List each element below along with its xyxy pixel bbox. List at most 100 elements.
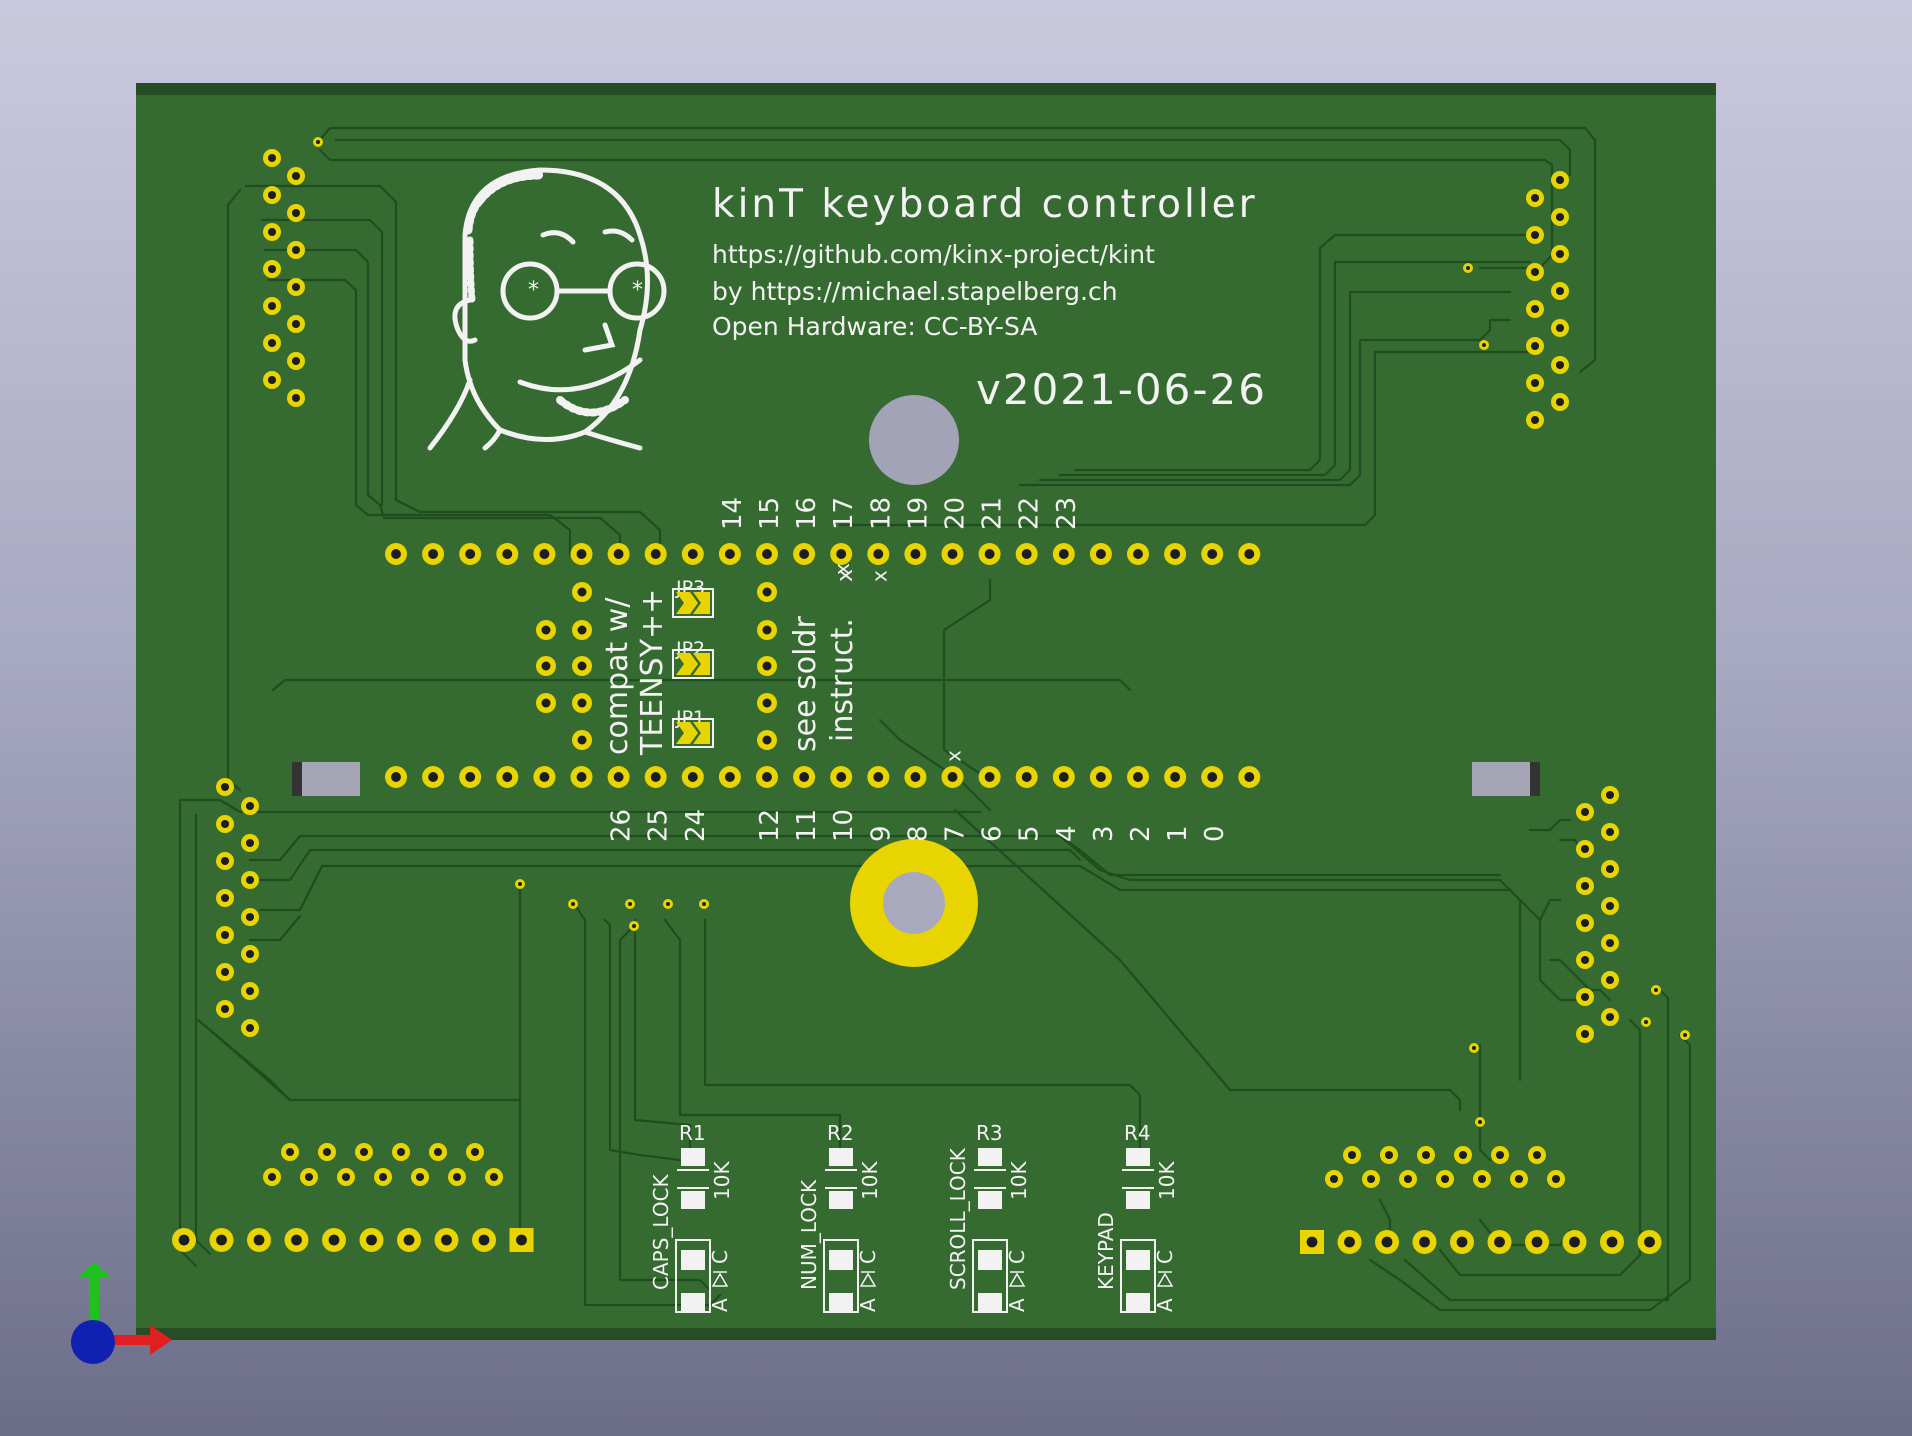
resistor-pad xyxy=(1126,1191,1150,1209)
led-pad xyxy=(681,1250,705,1270)
pin-label-bottom: 9 xyxy=(866,825,896,842)
pin-label-top: 17 xyxy=(829,497,859,530)
pad-drill xyxy=(291,171,301,181)
pad-drill xyxy=(322,1147,332,1157)
pad-drill xyxy=(1456,1236,1468,1248)
pad-drill xyxy=(1458,1150,1468,1160)
pad-drill xyxy=(470,1147,480,1157)
led-pad xyxy=(978,1250,1002,1270)
compat-text-line2: TEENSY++ xyxy=(635,589,670,756)
x-axis-icon xyxy=(96,1335,154,1345)
resistor-value: 10K xyxy=(858,1161,882,1200)
jumper-pad-b xyxy=(693,722,710,744)
pad-drill xyxy=(428,549,439,559)
portrait-eye-right-star: * xyxy=(632,278,643,303)
pin-label-top: 23 xyxy=(1052,497,1082,530)
jumper-outline xyxy=(672,649,714,679)
resistor-ref: R2 xyxy=(827,1121,854,1145)
pad-drill xyxy=(541,661,551,671)
pad-drill xyxy=(267,264,277,274)
through-hole-pads xyxy=(172,137,1690,1254)
pin-label-bottom: 10 xyxy=(829,809,859,842)
pad-drill xyxy=(216,1234,227,1246)
pad-drill xyxy=(291,356,301,366)
pcb-board xyxy=(136,83,1716,1340)
pad-drill xyxy=(245,875,255,885)
jumper-pad-b xyxy=(693,653,710,675)
resistor-ref: R4 xyxy=(1124,1121,1151,1145)
led-cathode-label: C xyxy=(856,1250,880,1264)
pad-drill xyxy=(762,698,772,708)
pad-drill xyxy=(478,1234,490,1246)
pad-drill xyxy=(762,549,772,559)
pad-drill xyxy=(291,245,301,255)
solder-text-line1: see soldr xyxy=(788,616,823,752)
jumper-pad-a xyxy=(676,592,698,614)
pad-drill xyxy=(304,1172,314,1182)
author-url: by https://michael.stapelberg.ch xyxy=(712,277,1118,306)
pad-drill xyxy=(1344,1236,1355,1248)
led-label: NUM_LOCK xyxy=(797,1179,821,1290)
diode-symbol-icon xyxy=(711,1272,729,1287)
pad-drill xyxy=(396,1147,406,1157)
pad-drill xyxy=(220,1004,230,1014)
mounting-hole-top xyxy=(869,395,959,485)
pad-drill xyxy=(220,967,230,977)
led-pad xyxy=(829,1250,853,1270)
pin-label-bottom: 7 xyxy=(941,825,971,842)
z-axis-icon xyxy=(71,1320,115,1364)
pad-drill xyxy=(799,772,810,782)
pad-drill xyxy=(403,1234,415,1246)
pad-drill xyxy=(1531,1236,1543,1248)
pad-drill xyxy=(724,549,735,559)
pad-drill xyxy=(359,1147,369,1157)
pad-drill xyxy=(1133,772,1143,782)
pad-drill xyxy=(1530,304,1540,314)
pad-drill xyxy=(762,661,772,671)
led-label: CAPS_LOCK xyxy=(649,1173,673,1290)
pad-drill xyxy=(947,549,958,559)
diode-symbol-icon xyxy=(1156,1272,1174,1287)
pad-drill xyxy=(1477,1174,1487,1184)
y-axis-icon xyxy=(89,1270,99,1330)
pad-drill xyxy=(366,1234,377,1246)
license-text: Open Hardware: CC-BY-SA xyxy=(712,312,1037,341)
pad-drill xyxy=(873,549,884,559)
resistor-ref: R1 xyxy=(679,1121,706,1145)
mounting-hole-bottom xyxy=(883,872,945,934)
led-cathode-label: C xyxy=(708,1250,732,1264)
pad-drill xyxy=(415,1172,425,1182)
pad-drill xyxy=(1605,1012,1615,1022)
pad-drill xyxy=(1644,1236,1655,1248)
resistor-pad xyxy=(978,1148,1002,1166)
pad-drill xyxy=(1530,193,1540,203)
pin-label-bottom: 26 xyxy=(607,809,637,842)
pad-drill xyxy=(1207,772,1218,782)
pad-drill xyxy=(220,856,230,866)
pin-label-bottom: 4 xyxy=(1052,825,1082,842)
pad-drill xyxy=(910,772,921,782)
pad-drill xyxy=(1580,918,1590,928)
pad-drill xyxy=(220,819,230,829)
led-cathode-label: C xyxy=(1005,1250,1029,1264)
pad-drill xyxy=(253,1234,265,1246)
pad-drill xyxy=(1580,881,1590,891)
pad-drill xyxy=(1555,249,1565,259)
pad-drill xyxy=(539,549,550,559)
pin-label-top: 14 xyxy=(718,497,748,530)
pad-drill xyxy=(1421,1150,1431,1160)
pad-drill xyxy=(502,772,513,782)
portrait-eye-left-star: * xyxy=(528,278,539,303)
pad-drill xyxy=(245,949,255,959)
pad-drill xyxy=(1530,230,1540,240)
pad-drill xyxy=(762,587,772,597)
pad-drill xyxy=(762,735,772,745)
diode-symbol-icon xyxy=(1008,1272,1026,1287)
author-portrait-logo xyxy=(427,167,667,451)
pad-drill xyxy=(267,227,277,237)
resistor-value: 10K xyxy=(1007,1161,1031,1200)
